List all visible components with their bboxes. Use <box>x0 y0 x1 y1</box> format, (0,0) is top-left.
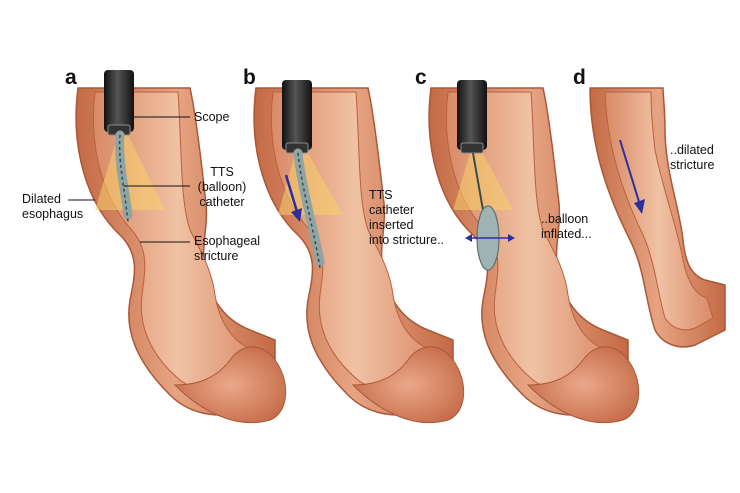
dilated-arrow <box>619 139 641 206</box>
endoscope <box>457 80 487 150</box>
endoscope <box>104 70 134 132</box>
catheter-inserted-label: TTS catheter inserted into stricture.. <box>369 188 445 247</box>
catheter-shaft <box>472 152 484 211</box>
panel-a-esophagus <box>68 70 287 424</box>
esophageal-stricture-label: Esophageal stricture <box>194 234 261 263</box>
advance-arrow-head <box>291 208 302 222</box>
dilated-esophagus-label: Dilated esophagus <box>22 192 84 221</box>
dilated-arrow-head <box>634 199 645 214</box>
expansion-arrow-head-left <box>465 234 472 242</box>
light-cone <box>453 150 513 210</box>
stomach <box>351 346 465 424</box>
panel-letter-c: c <box>415 66 427 89</box>
endoscope-tip <box>460 142 484 154</box>
esophagus-lumen <box>604 91 714 331</box>
tts-catheter-label: TTS (balloon) catheter <box>197 165 247 209</box>
light-cone <box>95 135 165 210</box>
expansion-arrow-head-right <box>508 234 515 242</box>
catheter-wire <box>297 152 321 269</box>
scope-label: Scope <box>194 110 230 124</box>
balloon-inflated-label: ..balloon inflated... <box>541 212 592 241</box>
panel-letter-d: d <box>573 66 586 89</box>
endoscope <box>282 80 312 150</box>
panel-c-esophagus <box>428 80 640 424</box>
stomach <box>526 346 640 424</box>
advance-arrow <box>284 174 300 216</box>
catheter-wire <box>118 134 129 223</box>
dilated-stricture-label: ..dilated stricture <box>670 143 715 172</box>
panel-b-esophagus <box>253 80 465 424</box>
panel-letter-b: b <box>243 66 256 89</box>
panel-d-esophagus <box>589 87 726 348</box>
panel-letter-a: a <box>65 66 77 89</box>
stomach <box>173 346 287 424</box>
